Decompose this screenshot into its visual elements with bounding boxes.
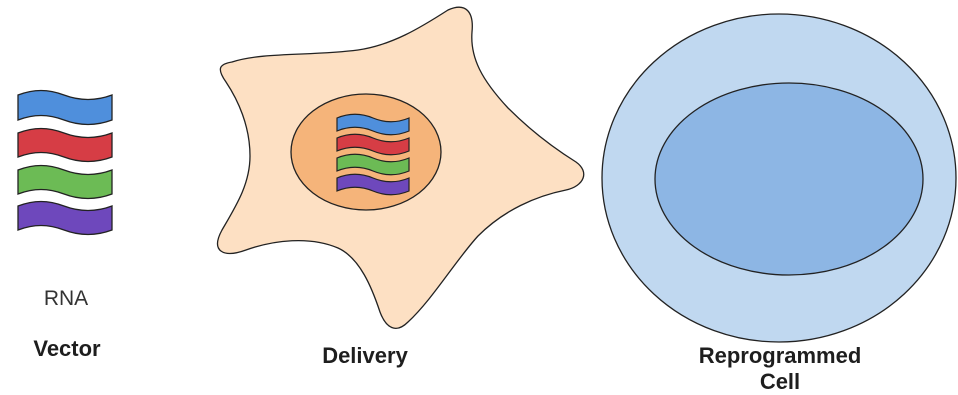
rna-strand-green: [18, 166, 112, 199]
vector-label: Vector: [12, 336, 122, 362]
rna-strand-purple: [18, 202, 112, 235]
reprogrammed-label: Reprogrammed: [680, 343, 880, 369]
cell-label: Cell: [730, 369, 830, 395]
rna-strand-stack: [18, 91, 112, 235]
delivery-cell-nucleus: [291, 94, 441, 210]
rna-strand-red: [18, 129, 112, 162]
rna-label: RNA: [30, 287, 102, 311]
delivery-label: Delivery: [290, 343, 440, 369]
reprogrammed-cell-nucleus: [655, 83, 923, 275]
rna-strand-blue: [18, 91, 112, 125]
